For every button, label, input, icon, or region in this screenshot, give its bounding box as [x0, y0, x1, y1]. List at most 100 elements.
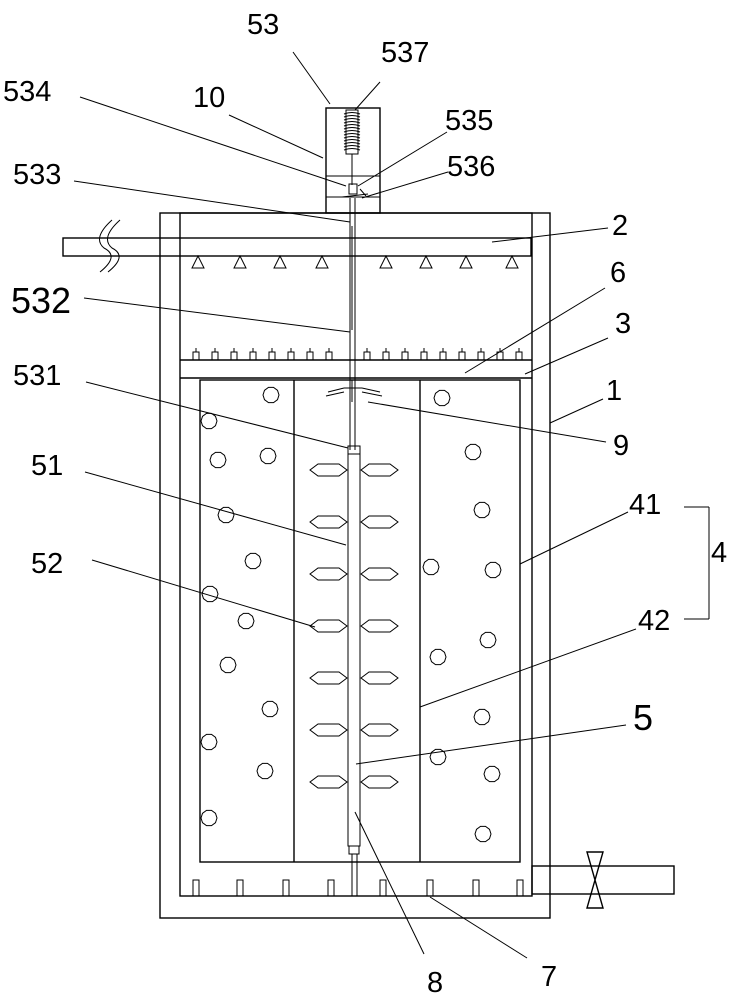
distribution-nozzle: [230, 348, 238, 360]
filter-media-ball: [259, 447, 277, 465]
label-533: 533: [13, 159, 61, 191]
distribution-nozzle: [477, 348, 485, 360]
bottom-aerator: [516, 879, 524, 897]
distribution-nozzle: [515, 348, 523, 360]
filter-media-ball: [209, 451, 227, 469]
coil-turn: [343, 112, 361, 115]
filter-media-ball: [200, 809, 218, 827]
label-2: 2: [612, 210, 628, 242]
spray-nozzle: [233, 254, 247, 269]
coil-turn: [343, 130, 361, 133]
spray-nozzle: [273, 254, 287, 269]
bottom-aerator: [236, 879, 244, 897]
filter-media-ball: [237, 612, 255, 630]
shaft-end: [348, 845, 360, 855]
stirring-blade: [360, 567, 399, 581]
label-52: 52: [31, 548, 63, 580]
distribution-nozzles: [192, 348, 523, 360]
label-537: 537: [381, 37, 429, 69]
filter-media-ball: [244, 552, 262, 570]
stirring-blade: [360, 463, 399, 477]
part-536-arm: [341, 193, 369, 198]
filter-media-ball: [479, 631, 497, 649]
bottom-aerator: [379, 879, 387, 897]
filter-media-balls: [200, 386, 502, 843]
label-10: 10: [193, 82, 225, 114]
filter-media-ball: [219, 656, 237, 674]
distribution-nozzle: [496, 348, 504, 360]
label-532: 532: [11, 280, 71, 321]
filter-media-ball: [422, 558, 440, 576]
filter-media-ball: [484, 561, 502, 579]
coil-turn: [343, 121, 361, 124]
stirring-blade: [309, 723, 348, 737]
spray-nozzle: [505, 254, 519, 269]
filter-media-ball: [473, 708, 491, 726]
distribution-nozzle: [458, 348, 466, 360]
filter-media-ball: [217, 506, 235, 524]
coil-turn: [343, 118, 361, 121]
pipe-break-mark-2: [107, 219, 121, 273]
coil-turn: [343, 133, 361, 136]
media-basket: [199, 379, 521, 863]
distribution-nozzle: [287, 348, 295, 360]
filter-media-ball: [433, 389, 451, 407]
label-42: 42: [638, 605, 670, 637]
bottom-aerators: [192, 879, 524, 897]
distribution-nozzle: [382, 348, 390, 360]
label-534: 534: [3, 76, 51, 108]
distribution-nozzle: [439, 348, 447, 360]
filter-media-ball: [200, 412, 218, 430]
filter-media-ball: [464, 443, 482, 461]
coil-turn: [343, 139, 361, 142]
distribution-nozzle: [211, 348, 219, 360]
part-536-arm-2: [359, 188, 367, 197]
distribution-nozzle: [192, 348, 200, 360]
pipe-break-mark: [99, 219, 113, 273]
filter-media-ball: [200, 733, 218, 751]
spray-nozzle: [419, 254, 433, 269]
spray-nozzle: [379, 254, 393, 269]
label-536: 536: [447, 151, 495, 183]
filter-media-ball: [473, 501, 491, 519]
filter-media-ball: [483, 765, 501, 783]
distribution-nozzle: [306, 348, 314, 360]
bottom-aerator: [426, 879, 434, 897]
coil-spring: [343, 112, 361, 151]
main-shaft: [347, 453, 361, 847]
coil-turn: [343, 145, 361, 148]
filter-media-ball: [201, 585, 219, 603]
distribution-nozzle: [249, 348, 257, 360]
label-53: 53: [247, 9, 279, 41]
stirring-blade: [360, 671, 399, 685]
coil-turn: [343, 136, 361, 139]
label-9: 9: [613, 430, 629, 462]
label-1: 1: [606, 375, 622, 407]
filter-media-ball: [261, 700, 279, 718]
label-5: 5: [633, 697, 653, 738]
outlet-valve: [586, 851, 604, 909]
label-8: 8: [427, 967, 443, 999]
coil-core: [345, 109, 359, 155]
label-41: 41: [629, 489, 661, 521]
stirring-blade: [360, 775, 399, 789]
spray-nozzle: [315, 254, 329, 269]
filter-media-ball: [429, 748, 447, 766]
distribution-nozzle: [325, 348, 333, 360]
coil-turn: [343, 148, 361, 151]
label-535: 535: [445, 105, 493, 137]
outlet-pipe: [531, 865, 675, 895]
filter-media-ball: [429, 648, 447, 666]
stirring-blade: [309, 463, 348, 477]
distribution-nozzle: [363, 348, 371, 360]
stirring-blade: [309, 515, 348, 529]
label-51: 51: [31, 450, 63, 482]
label-6: 6: [610, 257, 626, 289]
stirring-blade: [309, 671, 348, 685]
spray-nozzles: [191, 254, 519, 269]
label-531: 531: [13, 360, 61, 392]
filter-media-ball: [474, 825, 492, 843]
stirring-blade: [309, 567, 348, 581]
motor-housing: [325, 107, 381, 214]
